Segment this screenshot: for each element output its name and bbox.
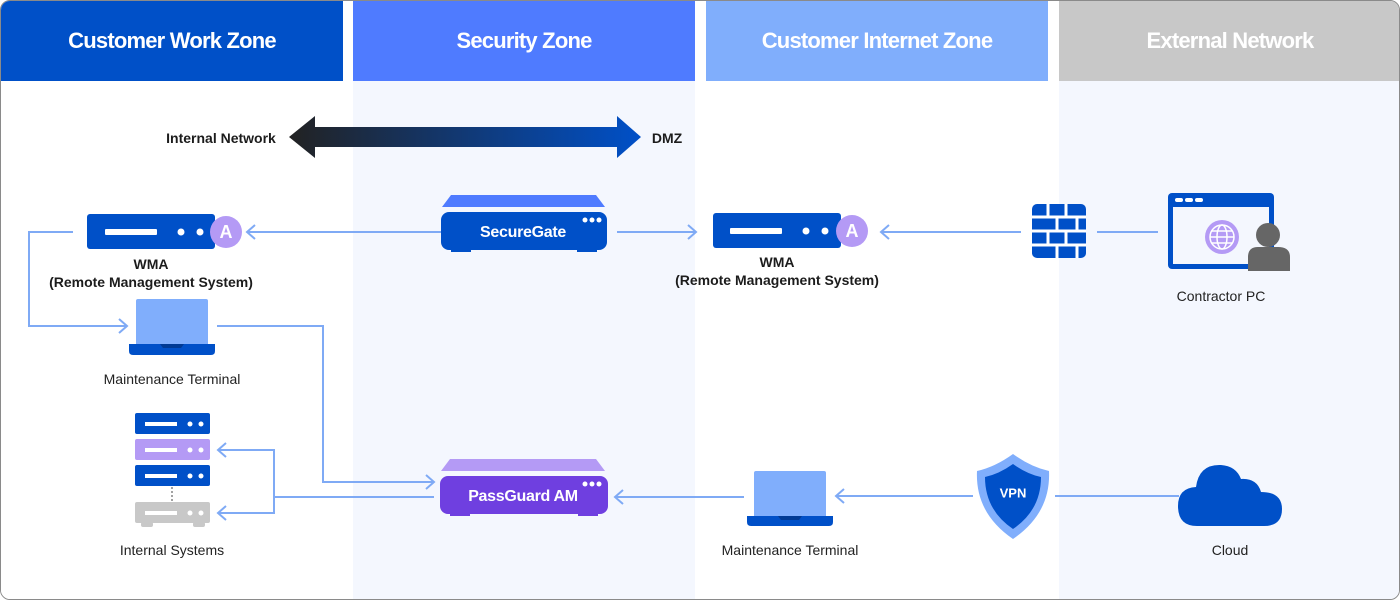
agent-badge: A <box>836 215 868 247</box>
arrowhead-icon <box>425 474 436 490</box>
zone-header-external: External Network <box>1059 1 1399 81</box>
securegate-label: SecureGate <box>480 224 566 241</box>
connector-maintenance-to-passguard <box>217 325 434 483</box>
internal-network-label: Internal Network <box>166 130 276 146</box>
zone-header-customer-internet: Customer Internet Zone <box>706 1 1048 81</box>
arrowhead-icon <box>613 489 624 505</box>
wma-internal-title: WMA <box>133 256 169 272</box>
zone-title: External Network <box>1146 28 1315 53</box>
maintenance-terminal-laptop-icon <box>747 471 833 526</box>
maintenance-terminal-dmz-label: Maintenance Terminal <box>721 542 859 558</box>
vpn-shield-icon <box>976 454 1050 539</box>
arrowhead-icon <box>834 488 845 504</box>
connectors <box>28 224 1179 521</box>
arrowhead-icon <box>879 224 890 240</box>
vpn-label: VPN <box>999 485 1027 501</box>
arrowhead-icon <box>118 318 129 334</box>
zone-header-security: Security Zone <box>353 1 695 81</box>
firewall-brick-icon <box>1032 204 1086 258</box>
cloud-label: Cloud <box>1211 542 1249 558</box>
globe-icon <box>1205 220 1239 254</box>
zone-title: Security Zone <box>456 28 592 53</box>
maintenance-terminal-laptop-icon <box>129 299 215 355</box>
person-icon <box>1248 223 1290 271</box>
arrowhead-icon <box>216 505 227 521</box>
cloud-icon <box>1178 464 1282 526</box>
wma-dmz-title: WMA <box>759 254 795 270</box>
connector-wma-to-maintenance <box>28 231 127 327</box>
contractor-pc-icon <box>1168 193 1290 271</box>
passguard-label: PassGuard AM <box>468 488 578 505</box>
wma-internal-subtitle: (Remote Management System) <box>49 274 253 290</box>
internal-systems-server-stack-icon <box>135 413 210 527</box>
securegate-appliance-icon <box>441 195 607 252</box>
wma-dmz-server-icon <box>713 213 841 248</box>
arrowhead-icon <box>687 224 698 240</box>
arrowhead-icon <box>216 442 227 458</box>
zone-title: Customer Work Zone <box>68 28 276 53</box>
zone-header-customer-work: Customer Work Zone <box>1 1 343 81</box>
double-arrow-icon <box>289 116 641 158</box>
zone-title: Customer Internet Zone <box>761 28 993 53</box>
passguard-appliance-icon <box>440 459 608 516</box>
wma-dmz-subtitle: (Remote Management System) <box>675 272 879 288</box>
maintenance-terminal-internal-label: Maintenance Terminal <box>103 371 241 387</box>
arrowhead-icon <box>245 224 256 240</box>
agent-badge: A <box>210 216 242 248</box>
contractor-pc-label: Contractor PC <box>1176 288 1266 304</box>
internal-systems-label: Internal Systems <box>119 542 225 558</box>
dmz-label: DMZ <box>651 130 683 146</box>
wma-internal-server-icon <box>87 214 215 249</box>
